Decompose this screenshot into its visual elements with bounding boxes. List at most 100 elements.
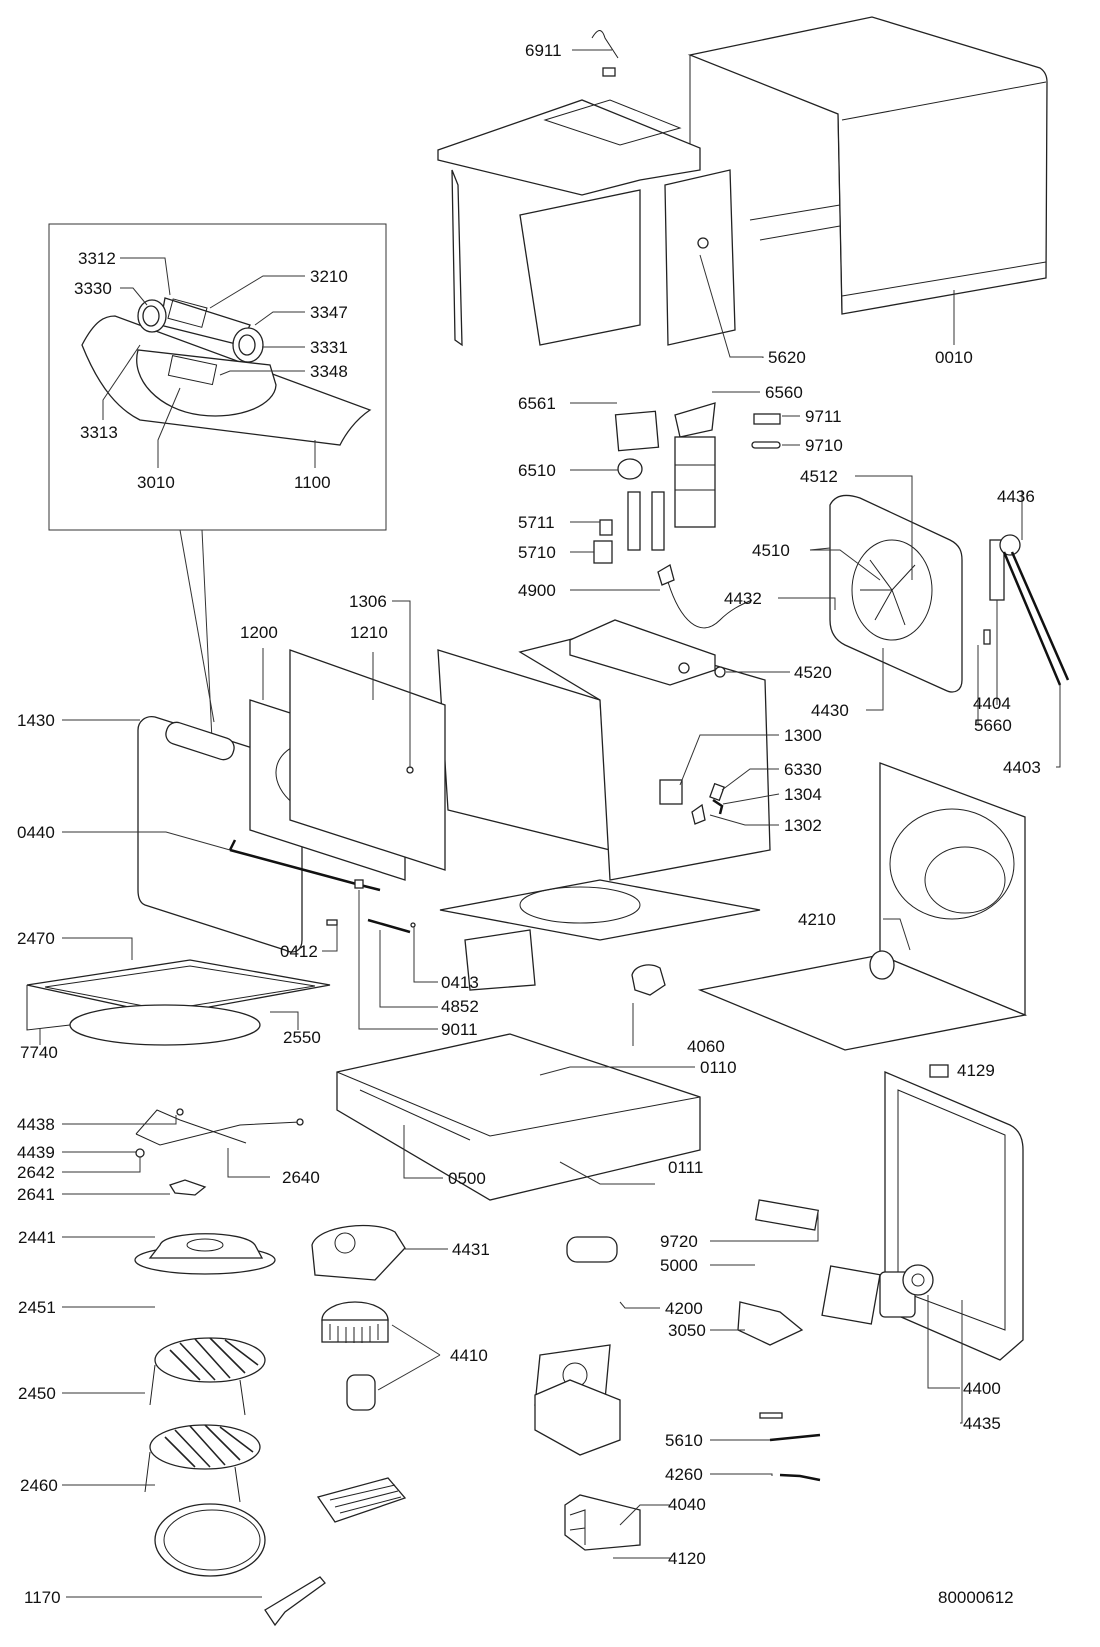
grill-rack-bars [164,1424,254,1468]
part-label: 2460 [20,1476,58,1495]
part-label: 5710 [518,543,556,562]
part-label: 4430 [811,701,849,720]
part-label: 2450 [18,1384,56,1403]
inset-pointer-line [201,529,213,741]
clip-part [759,1412,783,1419]
part-label: 4404 [973,694,1011,713]
part-label: 1306 [349,592,387,611]
part-label: 4403 [1003,758,1041,777]
control-panel-inset: 3312 3330 3210 3347 3331 3348 3313 3010 … [48,223,387,741]
hinge-pin-4852 [367,918,411,934]
transformer-4120 [564,1494,641,1551]
part-label: 5660 [974,716,1012,735]
part-label: 4435 [963,1414,1001,1433]
roller-support-2640 [135,1121,301,1146]
part-label: 4400 [963,1379,1001,1398]
part-label: 4852 [441,997,479,1016]
part-label: 4900 [518,581,556,600]
grill-rack-bars [169,1337,259,1381]
part-label: 1210 [350,623,388,642]
lamp-holder-bracket [674,436,716,528]
waveguide-cover [664,169,736,346]
part-label: 1430 [17,711,55,730]
convection-group: 4512 4510 4436 4432 4430 4404 5660 4403 [724,467,1070,777]
part-label: 0110 [700,1058,737,1077]
door-control-panel [165,721,235,761]
part-label: 0412 [280,942,318,961]
part-label: 4129 [957,1061,995,1080]
mount-plate [821,1265,881,1325]
cavity-group: 4520 1300 6330 1304 1302 [437,619,832,991]
part-label: 4432 [724,589,762,608]
door-group: 1306 1200 1210 1430 0440 0412 0413 4852 … [17,592,479,1039]
inset-frame [48,223,387,531]
part-label: 4120 [668,1549,706,1568]
fan-blade-4430 [860,559,916,626]
part-label: 4439 [17,1143,55,1162]
part-label: 0010 [935,348,973,367]
thermostat-4900 [657,564,675,586]
rear-frame-group: 4435 4400 [821,1071,1024,1433]
bottom-plate-0110 [336,1033,701,1201]
capacitor-4200 [566,1236,618,1263]
part-label: 2550 [283,1028,321,1047]
actuator-1302 [691,803,706,825]
part-label: 3348 [310,362,348,381]
mica-cover-6561 [614,410,660,452]
cap-5711 [599,519,613,536]
electrical-parts-group: 6561 6560 9711 9710 6510 5711 5710 4900 [518,383,843,629]
wire-4260 [779,1473,821,1482]
part-label: 4510 [752,541,790,560]
heater-element-4403 [1010,551,1070,681]
part-label: 6330 [784,760,822,779]
side-panel-group: 4210 4060 4129 [631,762,1028,1080]
roller-4438 [176,1108,184,1116]
clip-5660 [983,629,991,645]
roller-2642 [135,1148,145,1158]
rear-panel-4432 [829,494,963,693]
fan-motor-4410 [346,1374,376,1411]
baking-tray-2470 [26,959,331,1016]
part-label: 4060 [687,1037,725,1056]
switch-6330 [709,782,725,802]
outer-cabinet-0010 [687,16,1048,315]
part-label: 1170 [24,1588,61,1607]
lamp-socket-4520 [714,666,726,678]
part-label: 2451 [18,1298,56,1317]
part-label: 0111 [668,1158,703,1177]
part-label: 0440 [17,823,55,842]
part-label: 4436 [997,487,1035,506]
part-label: 3050 [668,1321,706,1340]
part-label: 4431 [452,1240,490,1259]
part-label: 4210 [798,910,836,929]
coupler-2641 [169,1179,207,1196]
bottom-plate-group: 0110 0111 0500 [336,1033,737,1201]
part-label: 3312 [78,249,116,268]
heater-terminal-4436 [999,534,1021,556]
part-label: 4512 [800,467,838,486]
part-label: 1304 [784,785,822,804]
part-label: 2641 [17,1185,55,1204]
part-label: 3210 [310,267,348,286]
door-switch-1300 [659,779,683,805]
casing-group: 6911 5620 0010 [437,16,1048,367]
part-label: 9720 [660,1232,698,1251]
part-label: 0413 [441,973,479,992]
clip-0413 [410,922,416,928]
hinge-9011 [354,879,364,889]
pcb-5000 [754,1199,820,1231]
part-label: 3010 [137,473,175,492]
base-plate [697,954,1028,1051]
part-label: 5620 [768,348,806,367]
part-label: 4040 [668,1495,706,1514]
fuse-9710 [751,441,781,449]
part-label: 2642 [17,1163,55,1182]
part-label: 4438 [17,1115,55,1134]
part-label: 1200 [240,623,278,642]
lamp-cover-6560 [674,402,716,438]
part-label: 0500 [448,1169,486,1188]
electronics-group: 9720 5000 4200 3050 5610 4260 4040 4120 [534,1199,821,1568]
fan-wheel-ribs [329,1324,379,1343]
cavity-floor [439,879,761,941]
sensor-5610 [769,1433,821,1442]
